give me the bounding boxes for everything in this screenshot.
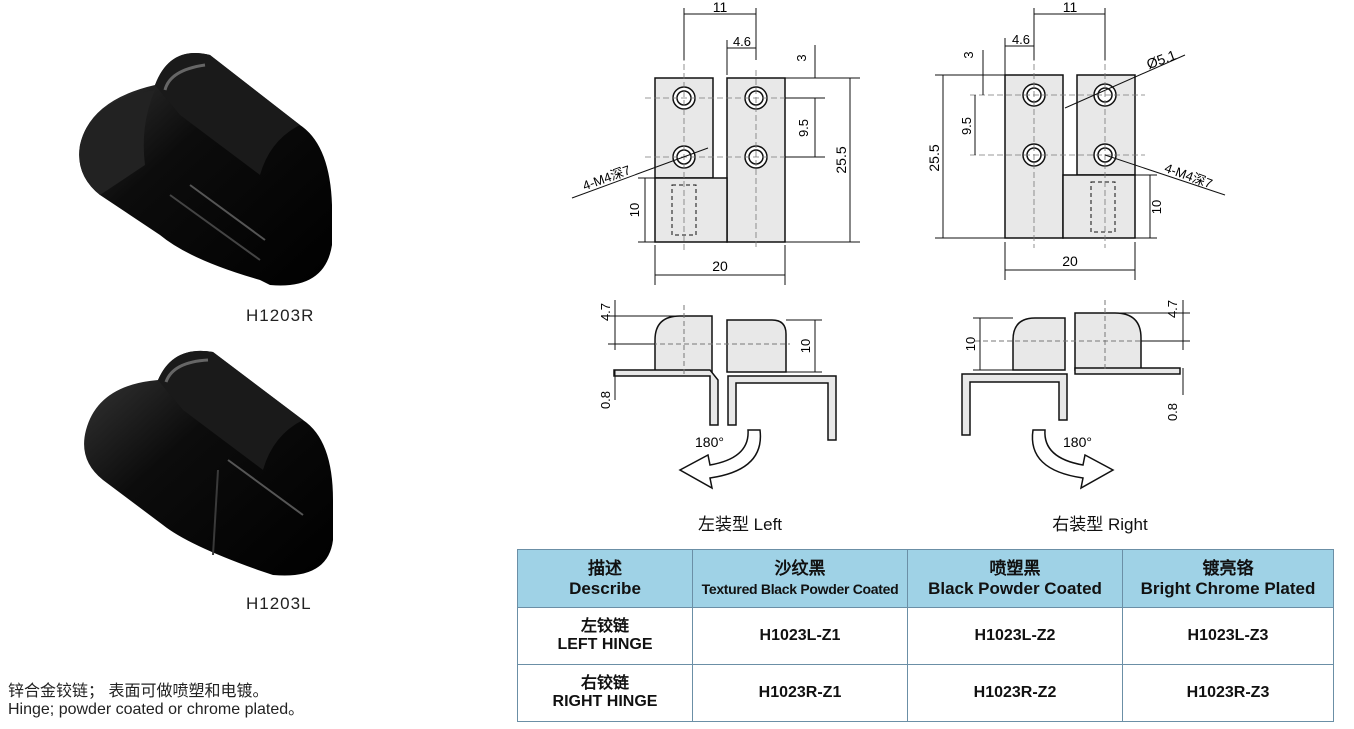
- angle-label: 180°: [695, 434, 724, 450]
- dim-11-r: 11: [1063, 0, 1078, 15]
- hinge-photo-r: [79, 53, 332, 286]
- dim-25-5: 25.5: [833, 146, 849, 173]
- description-en: Hinge; powder coated or chrome plated。: [8, 701, 305, 718]
- dim-10: 10: [627, 203, 642, 217]
- thread-label-r: 4-M4深7: [1163, 160, 1215, 191]
- dim-4-7: 4.7: [598, 303, 613, 321]
- dim-4-7-r: 4.7: [1165, 300, 1180, 318]
- product-code-l: H1203L: [246, 594, 312, 613]
- cell-right-z3: H1023R-Z3: [1122, 664, 1334, 722]
- dim-25-5-r: 25.5: [926, 144, 942, 171]
- drawing-right: 11 4.6 3 9.5 25.5 10 20 4-M4深7 Ø5.1 10 4…: [926, 0, 1226, 490]
- dim-10-r: 10: [1149, 200, 1164, 214]
- dim-11: 11: [713, 0, 728, 15]
- cell-left-z3: H1023L-Z3: [1122, 607, 1334, 665]
- hinge-photo-l: [84, 350, 333, 576]
- dim-10b-r: 10: [963, 337, 978, 351]
- cell-left-z1: H1023L-Z1: [692, 607, 908, 665]
- product-code-r: H1203R: [246, 306, 315, 325]
- dim-4-6-r: 4.6: [1012, 32, 1030, 47]
- dim-3: 3: [794, 54, 809, 61]
- dim-3-r: 3: [961, 51, 976, 58]
- caption-right: 右装型 Right: [1052, 515, 1148, 534]
- dim-4-6: 4.6: [733, 34, 751, 49]
- dim-0-8-r: 0.8: [1165, 403, 1180, 421]
- dim-0-8: 0.8: [598, 391, 613, 409]
- description-zh: 锌合金铰链； 表面可做喷塑和电镀。: [8, 683, 269, 700]
- angle-label-r: 180°: [1063, 434, 1092, 450]
- cell-right-z2: H1023R-Z2: [907, 664, 1123, 722]
- dim-20-r: 20: [1062, 253, 1078, 269]
- hole-diameter: Ø5.1: [1144, 47, 1178, 72]
- caption-left: 左装型 Left: [697, 515, 783, 534]
- thread-label: 4-M4深7: [580, 162, 632, 193]
- dim-9-5-r: 9.5: [959, 117, 974, 135]
- dim-10b: 10: [798, 339, 813, 353]
- cell-right-z1: H1023R-Z1: [692, 664, 908, 722]
- drawing-left: 11 4.6 3 9.5 25.5 10 20 4-M4深7 4.7 10 0.…: [571, 0, 860, 490]
- cell-left-z2: H1023L-Z2: [907, 607, 1123, 665]
- dim-20: 20: [712, 258, 728, 274]
- dim-9-5: 9.5: [796, 119, 811, 137]
